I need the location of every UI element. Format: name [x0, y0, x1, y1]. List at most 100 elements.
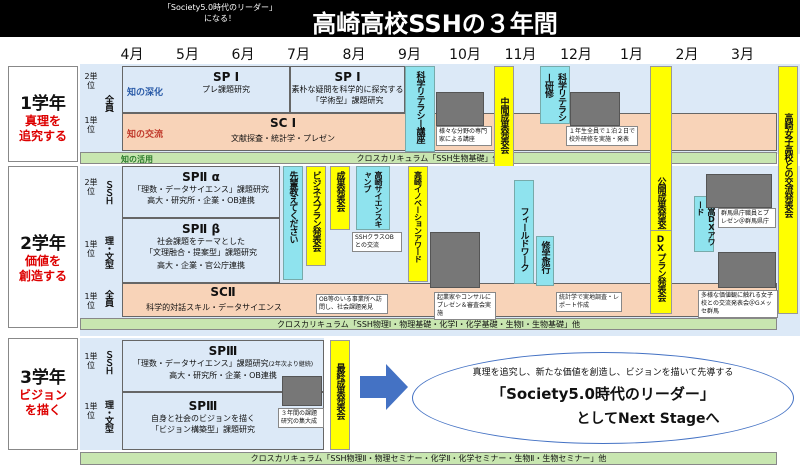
sp3b-desc-2: 「ビジョン構築型」課題研究	[151, 425, 255, 434]
field-label: フィールドワーク	[518, 207, 529, 271]
grade1-box: 1学年 真理を 追究する	[8, 66, 78, 162]
grade3-box: 3学年 ビジョン を描く	[8, 338, 78, 450]
sp3a-note: (2年次より継続)	[268, 361, 314, 368]
month-label: 4月	[120, 47, 144, 63]
arrow-right-icon	[360, 364, 408, 410]
sp3a-title: SPⅢ	[208, 344, 238, 358]
literacy1-note: 様々な分野の専門家による講座	[436, 126, 492, 146]
month-label: 5月	[176, 47, 199, 63]
grade3-cross-bar: クロスカリキュラム「SSH物理Ⅱ・物理セミナー・化学Ⅱ・化学セミナー・生物Ⅱ・生…	[80, 452, 777, 465]
apply-label: 知の活用	[121, 155, 153, 164]
sp1b-box: SP Ⅰ 素朴な疑問を科学的に探究する 「学術型」課題研究	[290, 66, 405, 113]
sp2b-desc-3: 高大・企業・官公庁連携	[157, 261, 245, 270]
literacy1-label: 科学リテラシー講座	[414, 71, 425, 143]
camp-note: SSHクラスOBとの交流	[352, 232, 402, 252]
vision-line-2: 「Society5.0時代のリーダー」	[491, 385, 715, 403]
sp2b-desc-1: 社会課題をテーマとした	[157, 237, 245, 246]
grade2-cross-bar: クロスカリキュラム「SSH物理Ⅰ・物理基礎・化学Ⅰ・化学基礎・生物Ⅰ・生物基礎」…	[80, 318, 777, 330]
exchange-bar: 高崎女子高校との交流発表会	[778, 66, 798, 314]
gunma-photo	[706, 174, 772, 208]
grade2-theme-1: 価値を	[24, 254, 61, 268]
grade1-unit-bottom: 1単位	[84, 116, 98, 134]
grade2-course-ssh: ＳＳＨ	[103, 180, 113, 204]
final-photo	[282, 376, 322, 406]
grade2-unit-bottom: 1単位	[84, 292, 98, 310]
literacy2-note: １年生全員で１泊２日で校外研修を実施・発表	[566, 126, 638, 146]
month-label: 10月	[449, 47, 481, 63]
grade1-theme-2: 追究する	[18, 129, 67, 143]
grade2-theme-2: 創造する	[18, 269, 67, 283]
literacy2-photo	[570, 92, 620, 126]
pubres-label: 公開成果発表会	[655, 177, 666, 233]
dxaward-label: 高高DXアワード	[696, 201, 716, 245]
ob-note: OB等のいる事業所へ訪問し、社会課題発見	[316, 294, 388, 314]
grade3-course-rb: 理・文型	[103, 400, 113, 432]
month-label: 1月	[620, 47, 643, 63]
sp2b-desc-2: 「文理融合・提案型」課題研究	[145, 248, 257, 257]
sp1a-title: SP Ⅰ	[212, 70, 240, 84]
sp3a-desc-1: 「理数・データサイエンス」課題研究	[132, 359, 269, 368]
header-bar	[0, 0, 800, 37]
literacy1-photo	[436, 92, 484, 126]
grade2-unit-mid: 1単位	[84, 240, 98, 258]
grade3-unit-top: 1単位	[84, 352, 98, 370]
vision-line-3: としてNext Stageへ	[576, 411, 720, 427]
grade3-theme-1: ビジョン	[18, 388, 67, 402]
gunma-note: 群馬県庁職員とプレゼン＠群馬県庁	[718, 208, 776, 228]
sc1-desc: 文献探査・統計学・プレゼン	[231, 134, 335, 143]
grade1-unit-top: 2単位	[84, 72, 98, 90]
month-label: 12月	[560, 47, 592, 63]
dx-label: DXプラン発表会	[655, 235, 666, 301]
month-label: 2月	[675, 47, 699, 63]
grade3-unit-bottom: 1単位	[84, 402, 98, 420]
dx-bar: DXプラン発表会	[650, 230, 672, 314]
grade2-all-label: 全員	[103, 290, 113, 306]
header-subtitle-line1: 「Society5.0時代のリーダー」	[162, 3, 278, 12]
sp1b-title: SP Ⅰ	[334, 70, 361, 84]
sp2a-box: SPⅡ α 「理数・データサイエンス」課題研究 高大・研究所・企業・OB連携	[122, 166, 280, 218]
month-label: 3月	[731, 47, 754, 63]
dxaward-bar: 高高DXアワード	[694, 196, 716, 252]
camp-label: 高崎サイエンスキャンプ	[363, 171, 383, 227]
deepen-label: 知の深化	[127, 88, 164, 98]
grade1-all-label: 全員	[103, 95, 113, 111]
results-bar: 成果発表会	[330, 166, 350, 230]
consul-note: 起業家やコンサルにプレゼン＆審査会実施	[434, 292, 496, 320]
grade3-theme-2: を描く	[24, 403, 61, 417]
grade1-cross-text: クロスカリキュラム「SSH生物基礎」他	[356, 154, 501, 163]
sp1b-desc-2: 「学術型」課題研究	[311, 96, 384, 105]
sp2a-desc-1: 「理数・データサイエンス」課題研究	[133, 185, 269, 194]
sp3a-desc-2: 高大・研究所・企業・OB連携	[169, 371, 277, 380]
sp2a-title: SPⅡ α	[182, 170, 220, 184]
grade2-cross-text: クロスカリキュラム「SSH物理Ⅰ・物理基礎・化学Ⅰ・化学基礎・生物Ⅰ・生物基礎」…	[276, 320, 580, 329]
month-label: 9月	[398, 47, 421, 63]
sp3b-title: SPⅢ	[188, 399, 218, 413]
girls-photo	[718, 252, 776, 288]
trip-label: 修学旅行	[539, 241, 550, 273]
grade1-theme-1: 真理を	[24, 114, 61, 128]
grade1-cross-bar: 知の活用 クロスカリキュラム「SSH生物基礎」他	[80, 152, 777, 164]
senpai-label: 先輩教えてください	[287, 171, 298, 243]
literacy2-bar: 科学リテラシー研修	[540, 66, 570, 124]
field-bar: フィールドワーク	[514, 180, 534, 284]
senpai-bar: 先輩教えてください	[283, 166, 303, 280]
sp3b-desc-1: 自身と社会のビジョンを描く	[151, 414, 255, 423]
literacy2-label: 科学リテラシー研修	[543, 73, 566, 121]
innov-bar: 高崎イノベーションアワード	[408, 166, 428, 282]
sp1b-desc-1: 素朴な疑問を科学的に探究する	[291, 85, 404, 94]
sp2b-box: SPⅡ β 社会課題をテーマとした 「文理融合・提案型」課題研究 高大・企業・官…	[122, 218, 280, 283]
camp-bar: 高崎サイエンスキャンプ	[356, 166, 390, 230]
final-label: 最終成果発表会	[334, 363, 345, 419]
grade3-name: 3学年	[20, 368, 66, 388]
girls-note: 多様な価値観に触れる女子校との交流発表会＠Gメッセ群馬	[698, 290, 778, 318]
vision-ellipse: 真理を追究し、新たな価値を創造し、ビジョンを描いて先導する 「Society5.…	[412, 352, 794, 444]
exchange-label: 知の交流	[127, 130, 164, 140]
grade2-course-rb: 理・文型	[103, 236, 113, 268]
final-bar: 最終成果発表会	[330, 340, 350, 450]
midpres-label: 中間成果発表会	[498, 97, 509, 153]
month-label: 6月	[231, 47, 255, 63]
header-subtitle: 「Society5.0時代のリーダー」 になる！	[160, 2, 280, 24]
innov-photo	[430, 232, 480, 288]
page-title: 高崎高校SSHの３年間	[312, 10, 558, 38]
grade2-name: 2学年	[20, 234, 66, 254]
